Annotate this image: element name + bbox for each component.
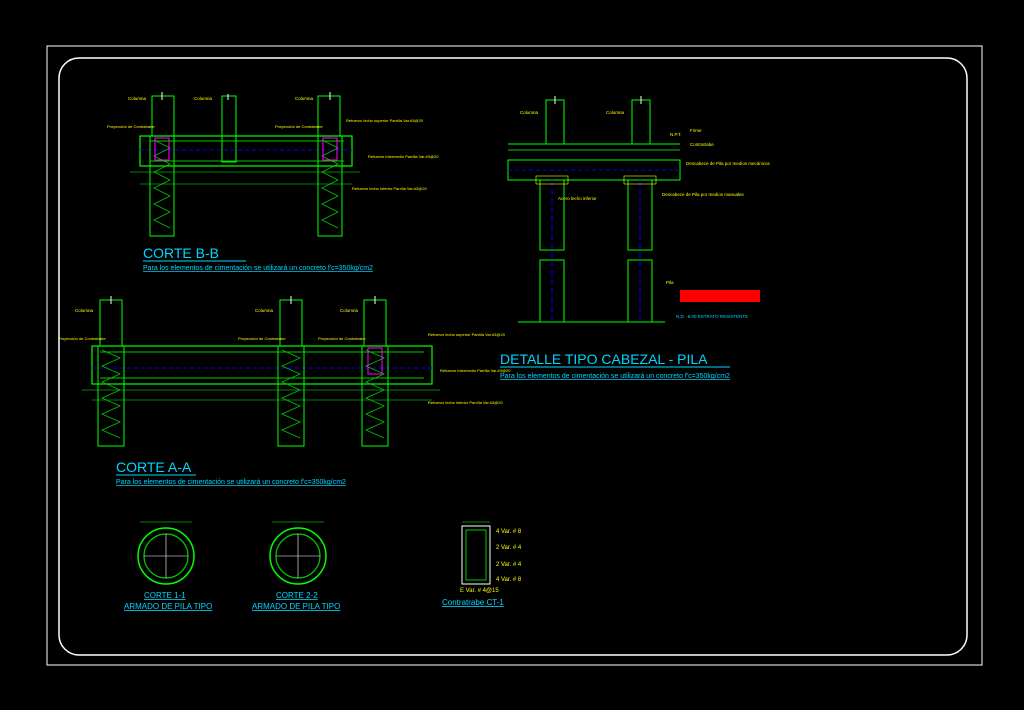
corte-aa-label-proj1: Proyección de Contratrabe <box>58 336 106 341</box>
corte-22-subtitle: ARMADO DE PILA TIPO <box>252 602 340 611</box>
detalle-label-firme: Firme <box>690 128 702 133</box>
detalle-label-acero: Acero lecho inferior <box>558 196 597 201</box>
detalle-nd-label: N.D. -8.00 ESTRATO RESISTENTE <box>676 314 748 319</box>
inner-frame <box>58 57 968 656</box>
detalle-label-descabece-man: Descabece de Pila por medios manuales <box>662 192 745 197</box>
detalle-drawing <box>507 96 760 323</box>
corte-bb-label-col1: Columna <box>128 96 147 101</box>
corte-bb-title: CORTE B-B <box>143 245 219 261</box>
detalle-label-col2: Columna <box>606 110 625 115</box>
corte-bb-label-proj2: Proyección de Contratrabe <box>275 124 323 129</box>
detalle-title: DETALLE TIPO CABEZAL - PILA <box>500 351 708 367</box>
corte-aa-label-col1: Columna <box>75 308 94 313</box>
corte-aa-title: CORTE A-A <box>116 459 192 475</box>
ct1-bar-4: 4 Var. # 8 <box>496 577 522 583</box>
detalle-note: Para los elementos de cimentación se uti… <box>500 373 730 380</box>
corte-aa-label-col2: Columna <box>255 308 274 313</box>
corte-bb-label-int: Refuerzo intermedio Parrilla Var.#3@20 <box>368 154 439 159</box>
ct1-bar-2: 2 Var. # 4 <box>496 545 522 551</box>
corte-11-title: CORTE 1-1 <box>144 591 186 600</box>
corte-aa-label-proj3: Proyección de Contratrabe <box>318 336 366 341</box>
corte-22-drawing <box>269 521 327 585</box>
corte-bb-note: Para los elementos de cimentación se uti… <box>143 265 373 272</box>
corte-11-drawing <box>137 521 195 585</box>
detalle-red-block <box>680 290 760 302</box>
corte-aa-label-inf: Refuerzo lecho inferior Parrilla Var.#3@… <box>428 400 503 405</box>
ct1-stirrup: E Var. # 4@15 <box>460 588 499 594</box>
corte-bb-label-col2: Columna <box>194 96 213 101</box>
corte-aa-label-sup: Refuerzo lecho superior Parrilla Var.#3@… <box>428 332 506 337</box>
corte-aa-label-int: Refuerzo intermedio Parrilla Var.#3@20 <box>440 368 511 373</box>
corte-aa-label-proj2: Proyección de Contratrabe <box>238 336 286 341</box>
detalle-label-descabece-mec: Descabece de Pila por medios mecánicos <box>686 161 771 166</box>
corte-bb-label-sup: Refuerzo lecho superior Parrilla Var.#3@… <box>346 118 424 123</box>
corte-bb-label-inf: Refuerzo lecho inferior Parrilla Var.#3@… <box>352 186 427 191</box>
corte-22-title: CORTE 2-2 <box>276 591 318 600</box>
corte-aa-drawing <box>82 296 440 447</box>
outer-frame <box>46 45 983 666</box>
corte-aa-note: Para los elementos de cimentación se uti… <box>116 479 346 486</box>
corte-11-subtitle: ARMADO DE PILA TIPO <box>124 602 212 611</box>
ct1-title: Contratrabe CT-1 <box>442 598 504 607</box>
ct1-bar-3: 2 Var. # 4 <box>496 562 522 568</box>
detalle-label-npt: N.P.T. <box>670 132 682 137</box>
detalle-label-col1: Columna <box>520 110 539 115</box>
corte-bb-label-proj1: Proyección de Contratrabe <box>107 124 155 129</box>
detalle-label-pila: Pila <box>666 280 674 285</box>
detalle-label-contratrabe: Contratrabe <box>690 142 714 147</box>
ct1-bar-1: 4 Var. # 8 <box>496 529 522 535</box>
corte-aa-label-col3: Columna <box>340 308 359 313</box>
ct1-drawing <box>461 521 491 585</box>
corte-bb-drawing <box>130 92 360 237</box>
corte-bb-label-col3: Columna <box>295 96 314 101</box>
